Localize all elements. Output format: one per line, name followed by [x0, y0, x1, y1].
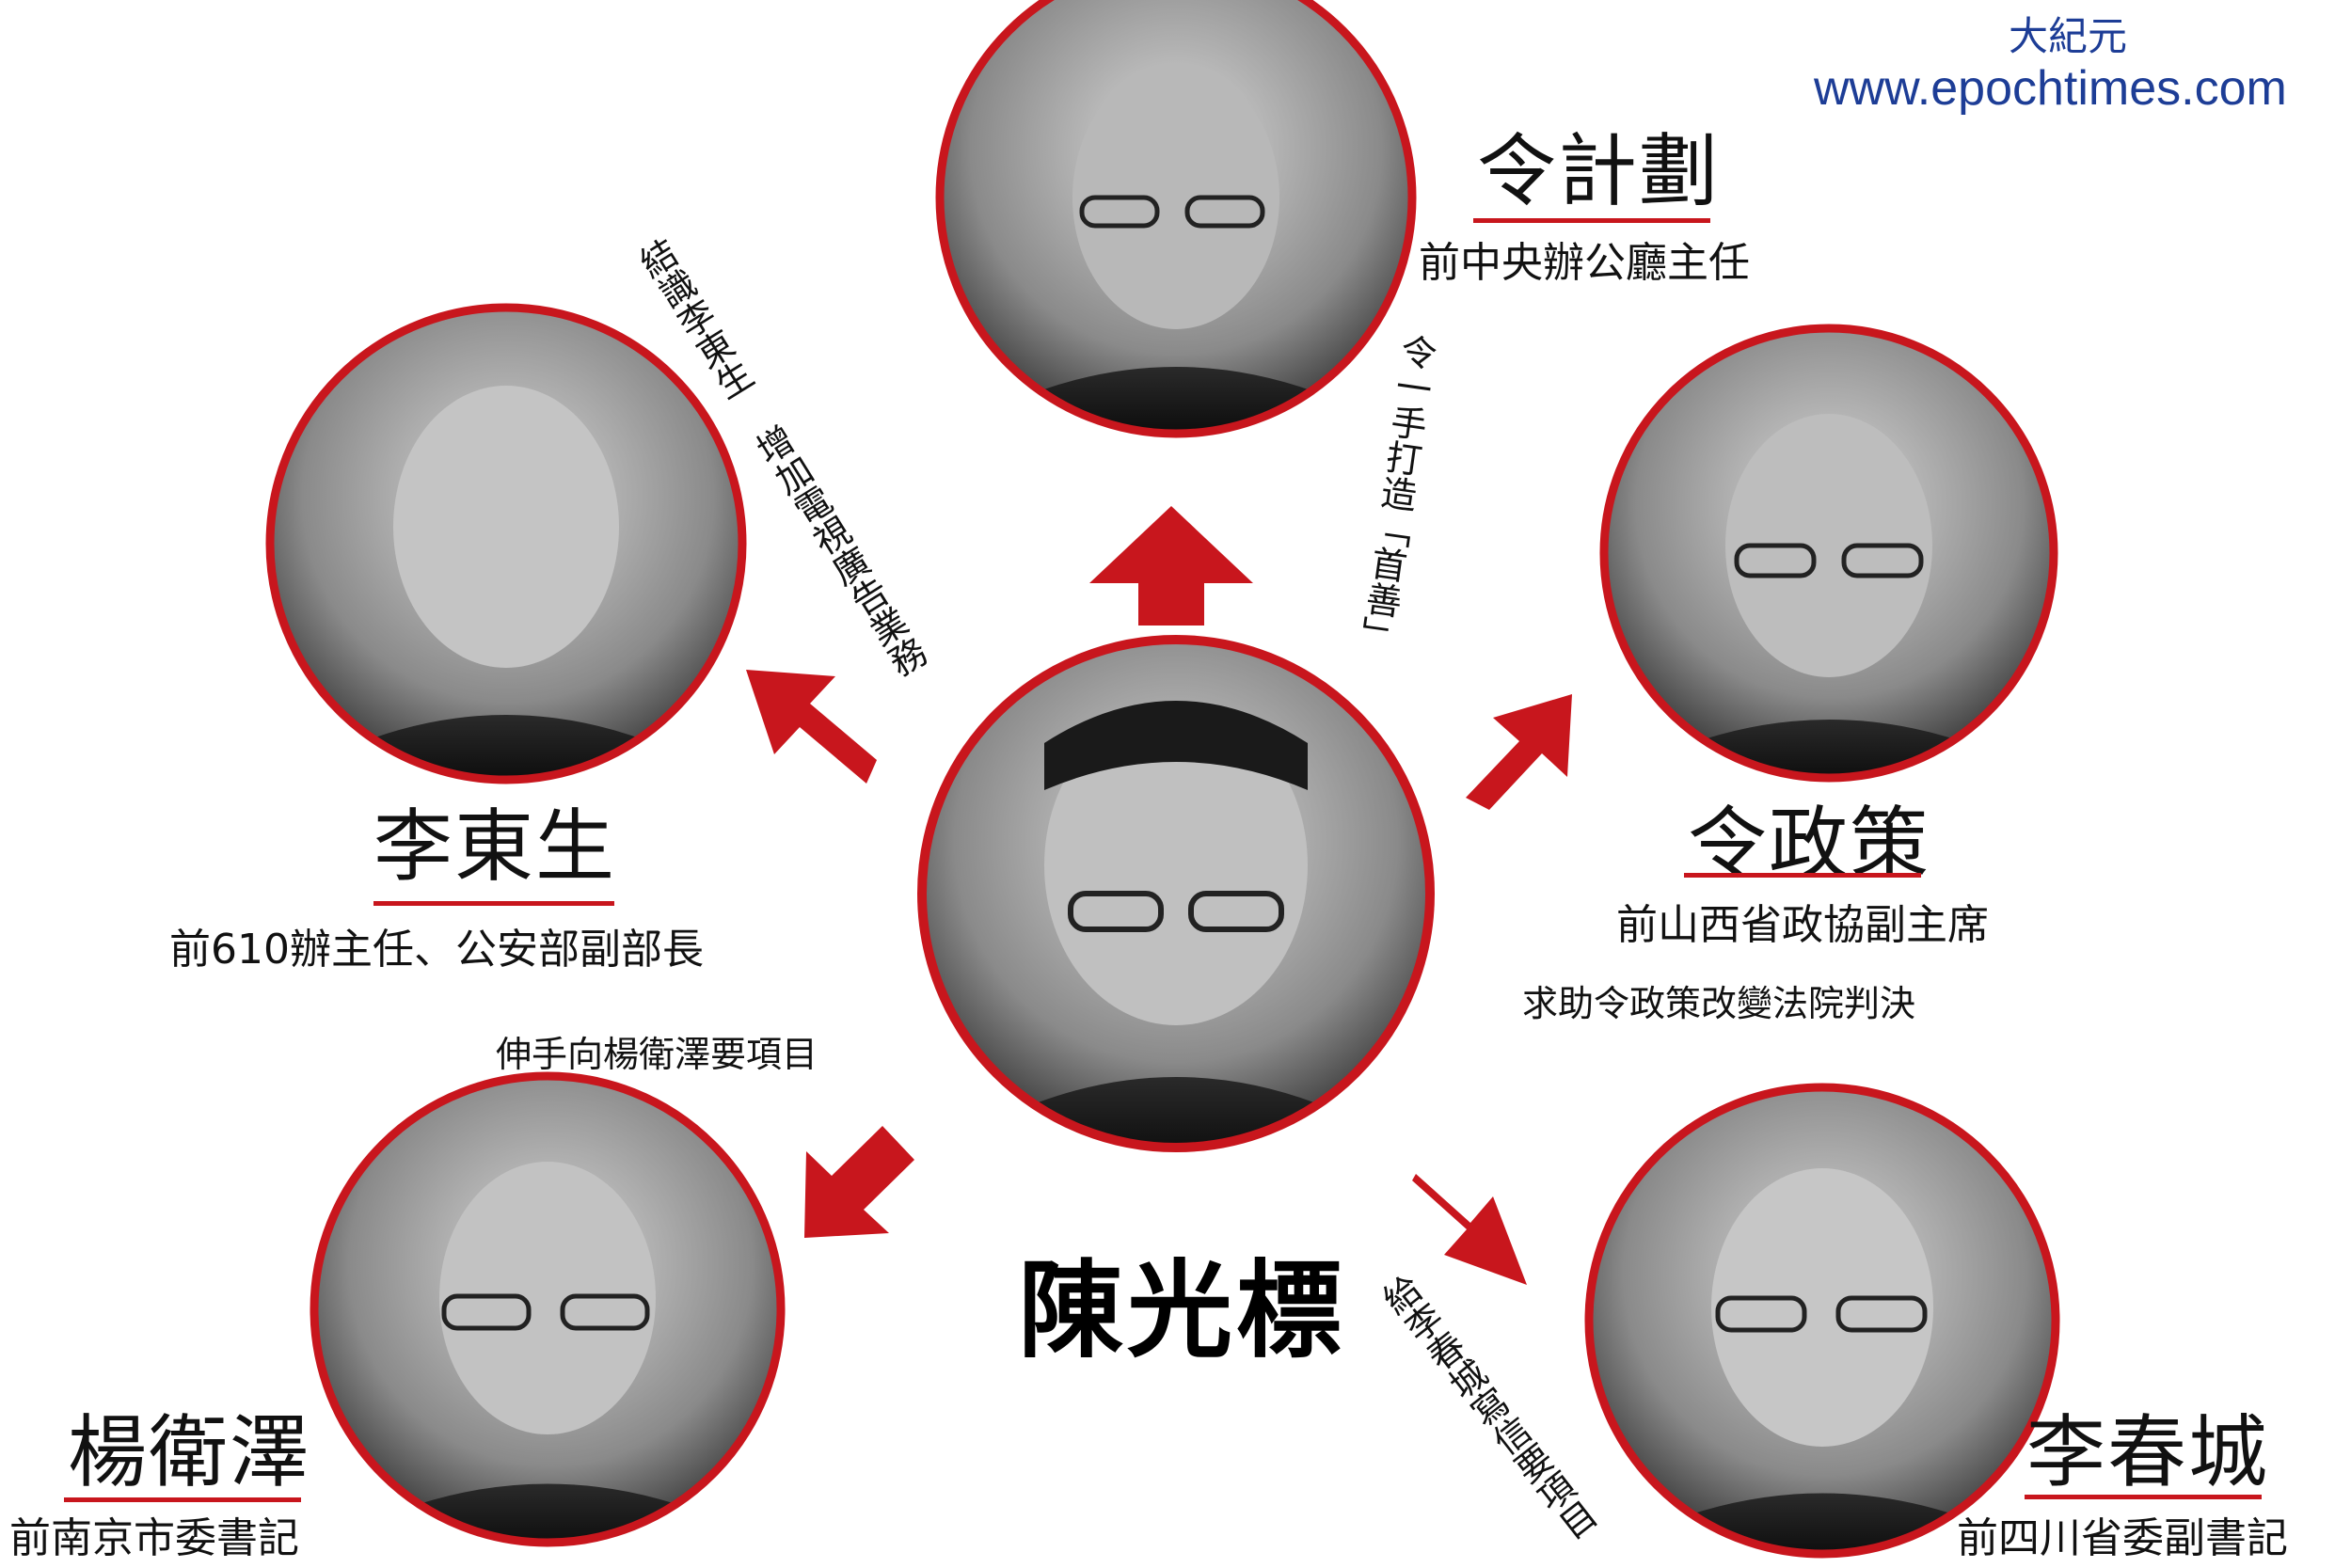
arrow-to-yang-weize	[804, 1126, 914, 1238]
underline-ling-zhengce	[1684, 873, 1921, 878]
name-ling-jihua: 令計劃	[1477, 125, 1721, 217]
portrait-ling-jihua	[935, 0, 1417, 438]
underline-li-chuncheng	[2025, 1495, 2262, 1499]
title-li-chuncheng: 前四川省委副書記	[1957, 1514, 2288, 1562]
portrait-chen-guangbiao	[917, 635, 1435, 1152]
name-yang-weize: 楊衛澤	[68, 1406, 311, 1498]
title-li-dongsheng: 前610辦主任、公安部副部長	[169, 926, 704, 974]
arrow-to-ling-jihua	[1089, 506, 1253, 626]
name-chen-guangbiao: 陳光標	[1018, 1250, 1345, 1372]
brand-chinese: 大紀元	[2009, 13, 2128, 59]
brand-url: www.epochtimes.com	[1814, 61, 2287, 116]
name-li-dongsheng: 李東生	[373, 800, 617, 893]
relation-ling-zhengce: 求助令政策改變法院判決	[1522, 983, 1916, 1024]
arrow-to-li-chuncheng	[1412, 1174, 1527, 1285]
portrait-li-dongsheng	[265, 303, 747, 784]
underline-ling-jihua	[1473, 218, 1710, 223]
underline-yang-weize	[64, 1497, 301, 1502]
arrow-to-li-dongsheng	[746, 670, 877, 784]
name-ling-zhengce: 令政策	[1688, 798, 1931, 890]
name-li-chuncheng: 李春城	[2026, 1406, 2270, 1498]
title-ling-jihua: 前中央辦公廳主任	[1419, 239, 1750, 287]
portrait-li-chuncheng	[1584, 1083, 2060, 1559]
portrait-yang-weize	[310, 1071, 786, 1547]
underline-li-dongsheng	[373, 901, 614, 906]
title-ling-zhengce: 前山西省政協副主席	[1616, 901, 1989, 949]
title-yang-weize: 前南京市委書記	[9, 1514, 299, 1562]
relation-yang-weize: 伸手向楊衛澤要項目	[496, 1034, 818, 1075]
portrait-ling-zhengce	[1599, 324, 2058, 783]
arrow-to-ling-zhengce	[1466, 694, 1572, 810]
